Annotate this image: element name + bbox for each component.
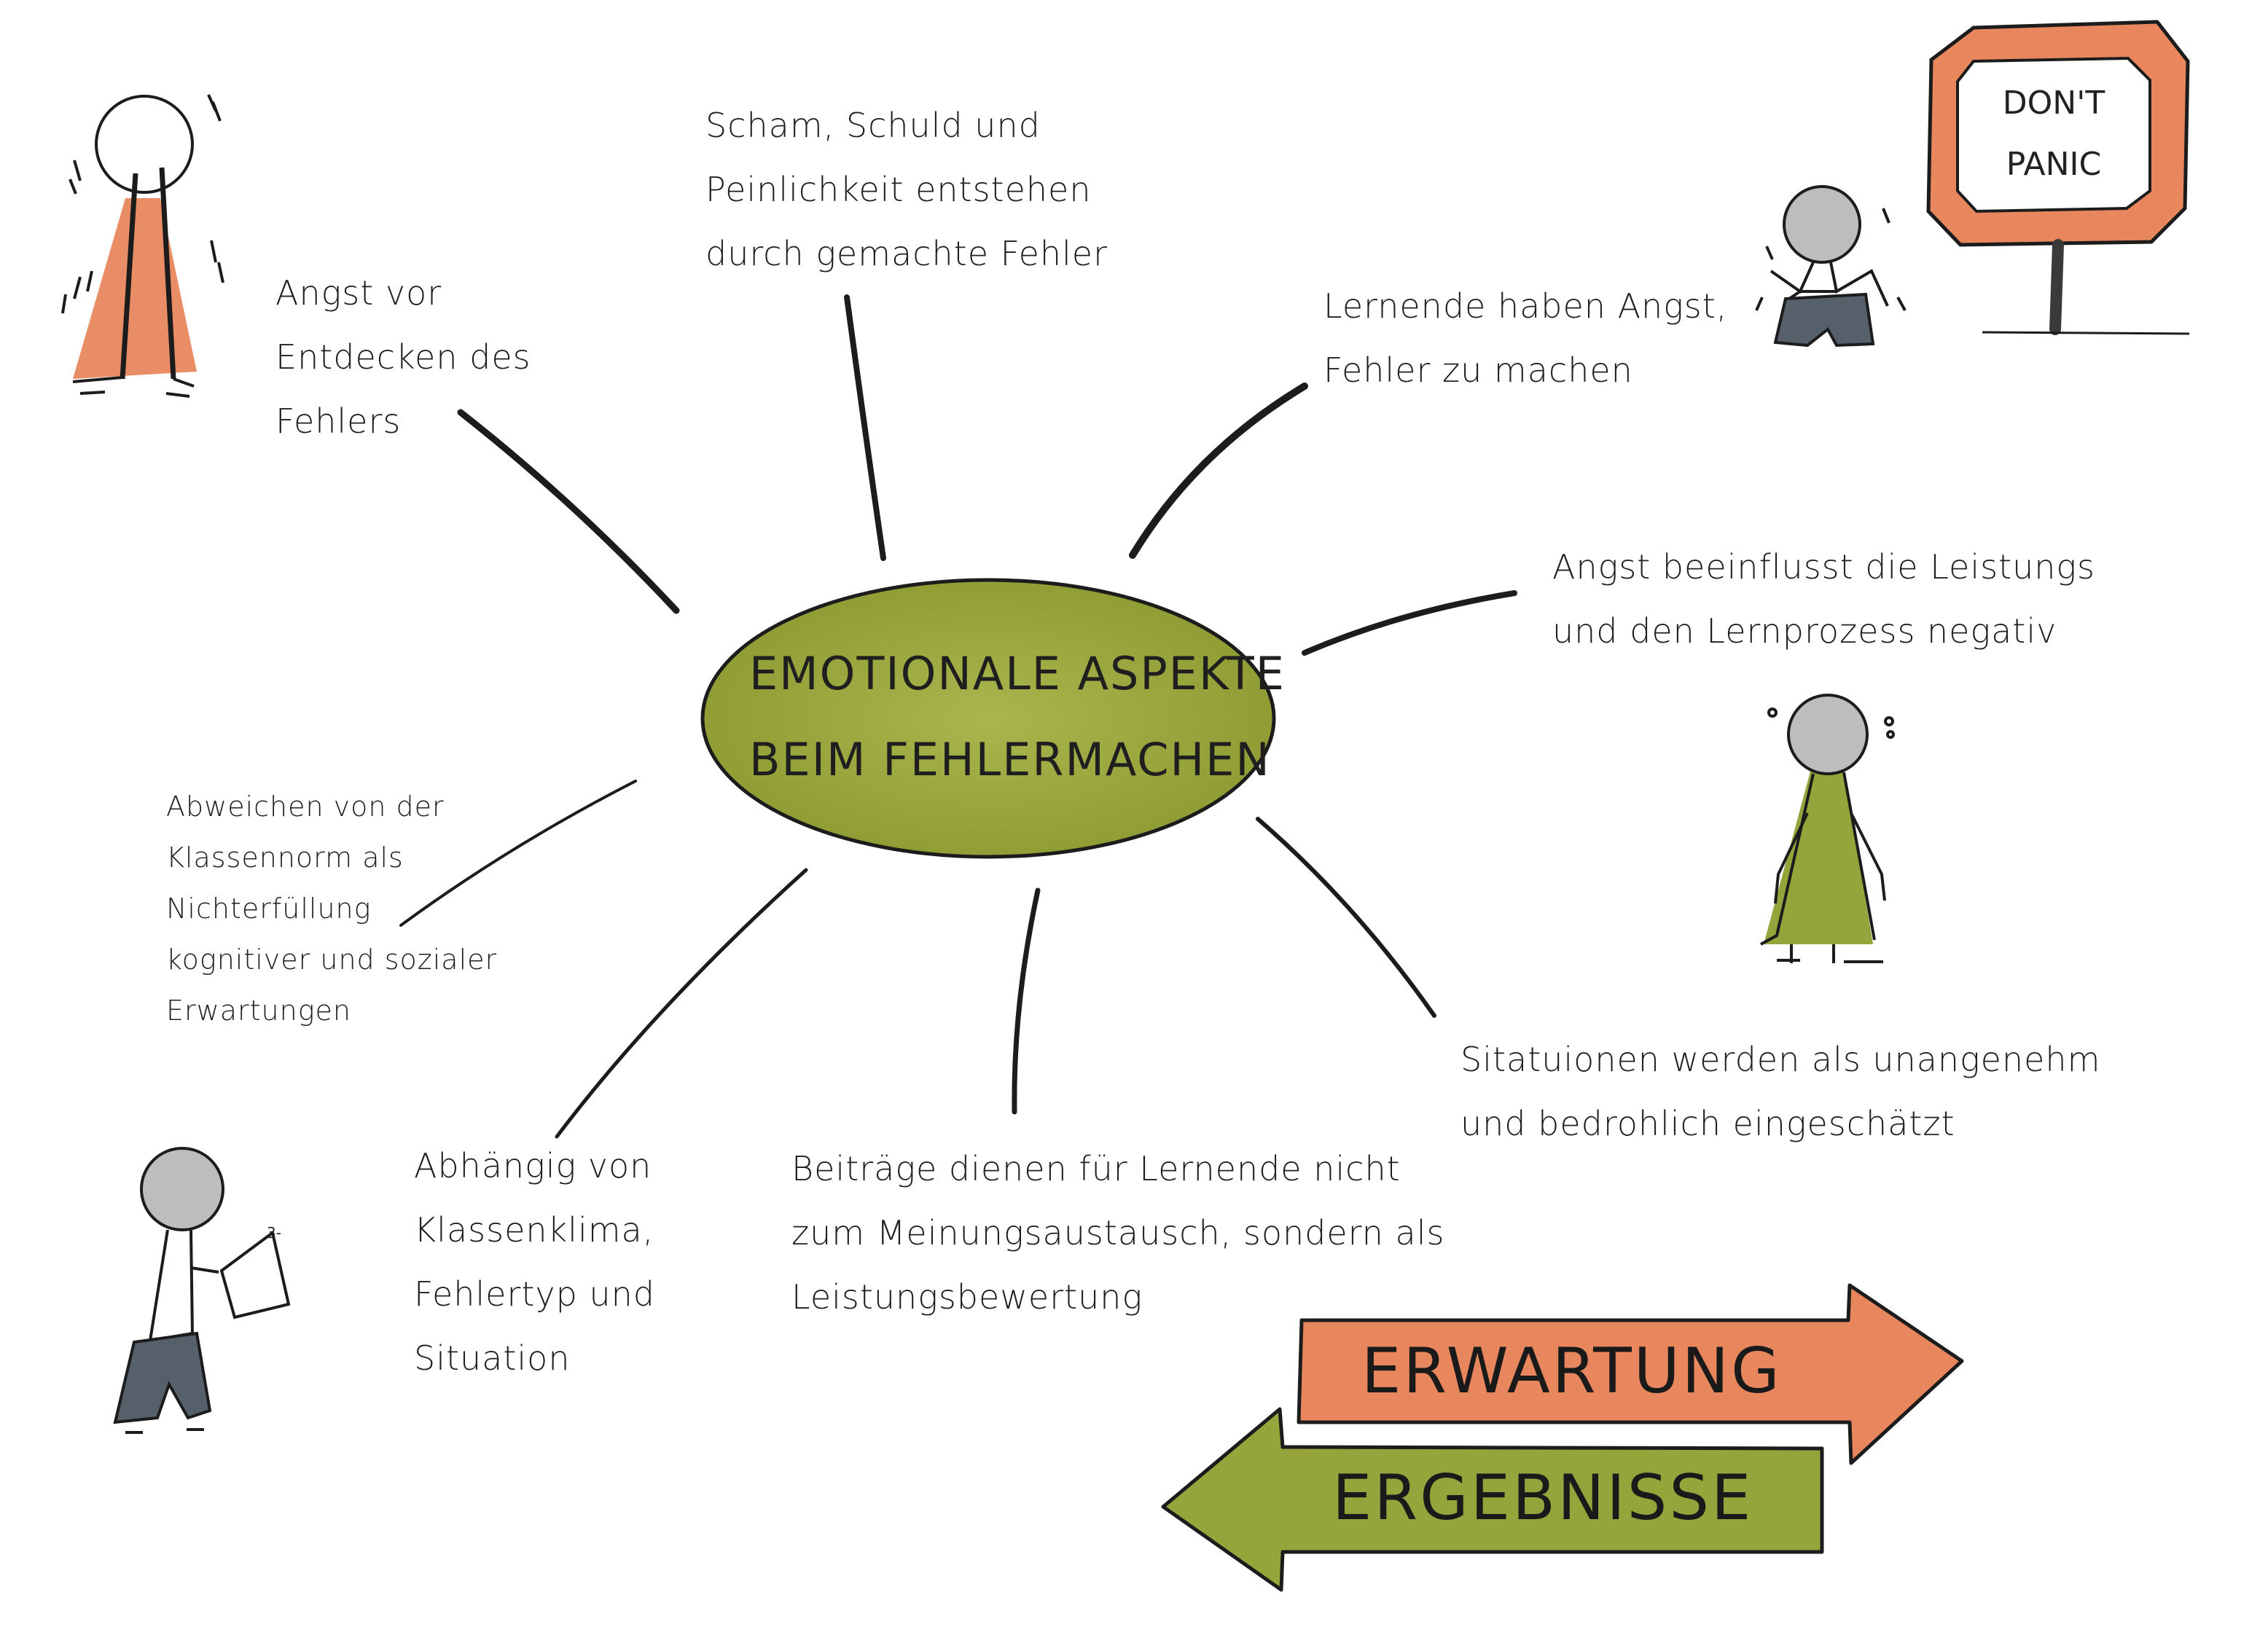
sweating-person-icon — [1760, 694, 1895, 963]
running-person-icon — [1755, 185, 1907, 348]
dont-panic-sign-icon — [1926, 20, 2190, 335]
sign-text: DON'T PANIC — [1974, 73, 2134, 195]
center-topic: EMOTIONALE ASPEKTE BEIM FEHLERMACHEN — [749, 631, 1286, 803]
line-shame — [844, 294, 886, 561]
center-topic-line1: EMOTIONALE ASPEKTE — [749, 647, 1286, 700]
line-fear-mistakes — [1129, 383, 1308, 559]
person-with-paper-icon — [113, 1147, 291, 1434]
note-fear-discovery: Angst vor Entdecken des Fehlers — [275, 273, 531, 441]
center-topic-line2: BEIM FEHLERMACHEN — [749, 733, 1271, 786]
expectation-label: ERWARTUNG — [1361, 1335, 1782, 1408]
results-arrow — [1161, 1407, 1824, 1592]
sign-line1: DON'T — [2002, 85, 2105, 122]
line-dependency — [555, 868, 808, 1139]
note-deviation: Abweichen von der Klassennorm als Nichte… — [166, 791, 498, 1027]
line-performance — [1302, 590, 1517, 656]
sign-line2: PANIC — [2006, 146, 2102, 183]
note-performance: Angst beeinflusst die Leistungs und den … — [1552, 547, 2095, 651]
expectation-arrow — [1297, 1283, 1964, 1465]
line-deviation — [399, 780, 637, 927]
line-situations — [1256, 817, 1436, 1018]
note-contributions: Beiträge dienen für Lernende nicht zum M… — [791, 1149, 1445, 1317]
radial-lines — [399, 294, 1517, 1139]
line-contributions — [1012, 887, 1041, 1115]
center-ellipse — [700, 578, 1276, 859]
note-shame: Scham, Schuld und Peinlichkeit entstehen… — [705, 106, 1108, 273]
note-fear-mistakes: Lernende haben Angst, Fehler zu machen — [1323, 286, 1728, 390]
note-situations: Sitatuionen werden als unangenehm und be… — [1460, 1040, 2101, 1143]
line-fear-discovery — [457, 409, 680, 614]
note-dependency: Abhängig von Klassenklima, Fehlertyp und… — [414, 1146, 655, 1378]
results-label: ERGEBNISSE — [1332, 1462, 1753, 1534]
paper-label: 3- — [267, 1224, 281, 1242]
orange-dress-person-icon — [61, 94, 224, 398]
